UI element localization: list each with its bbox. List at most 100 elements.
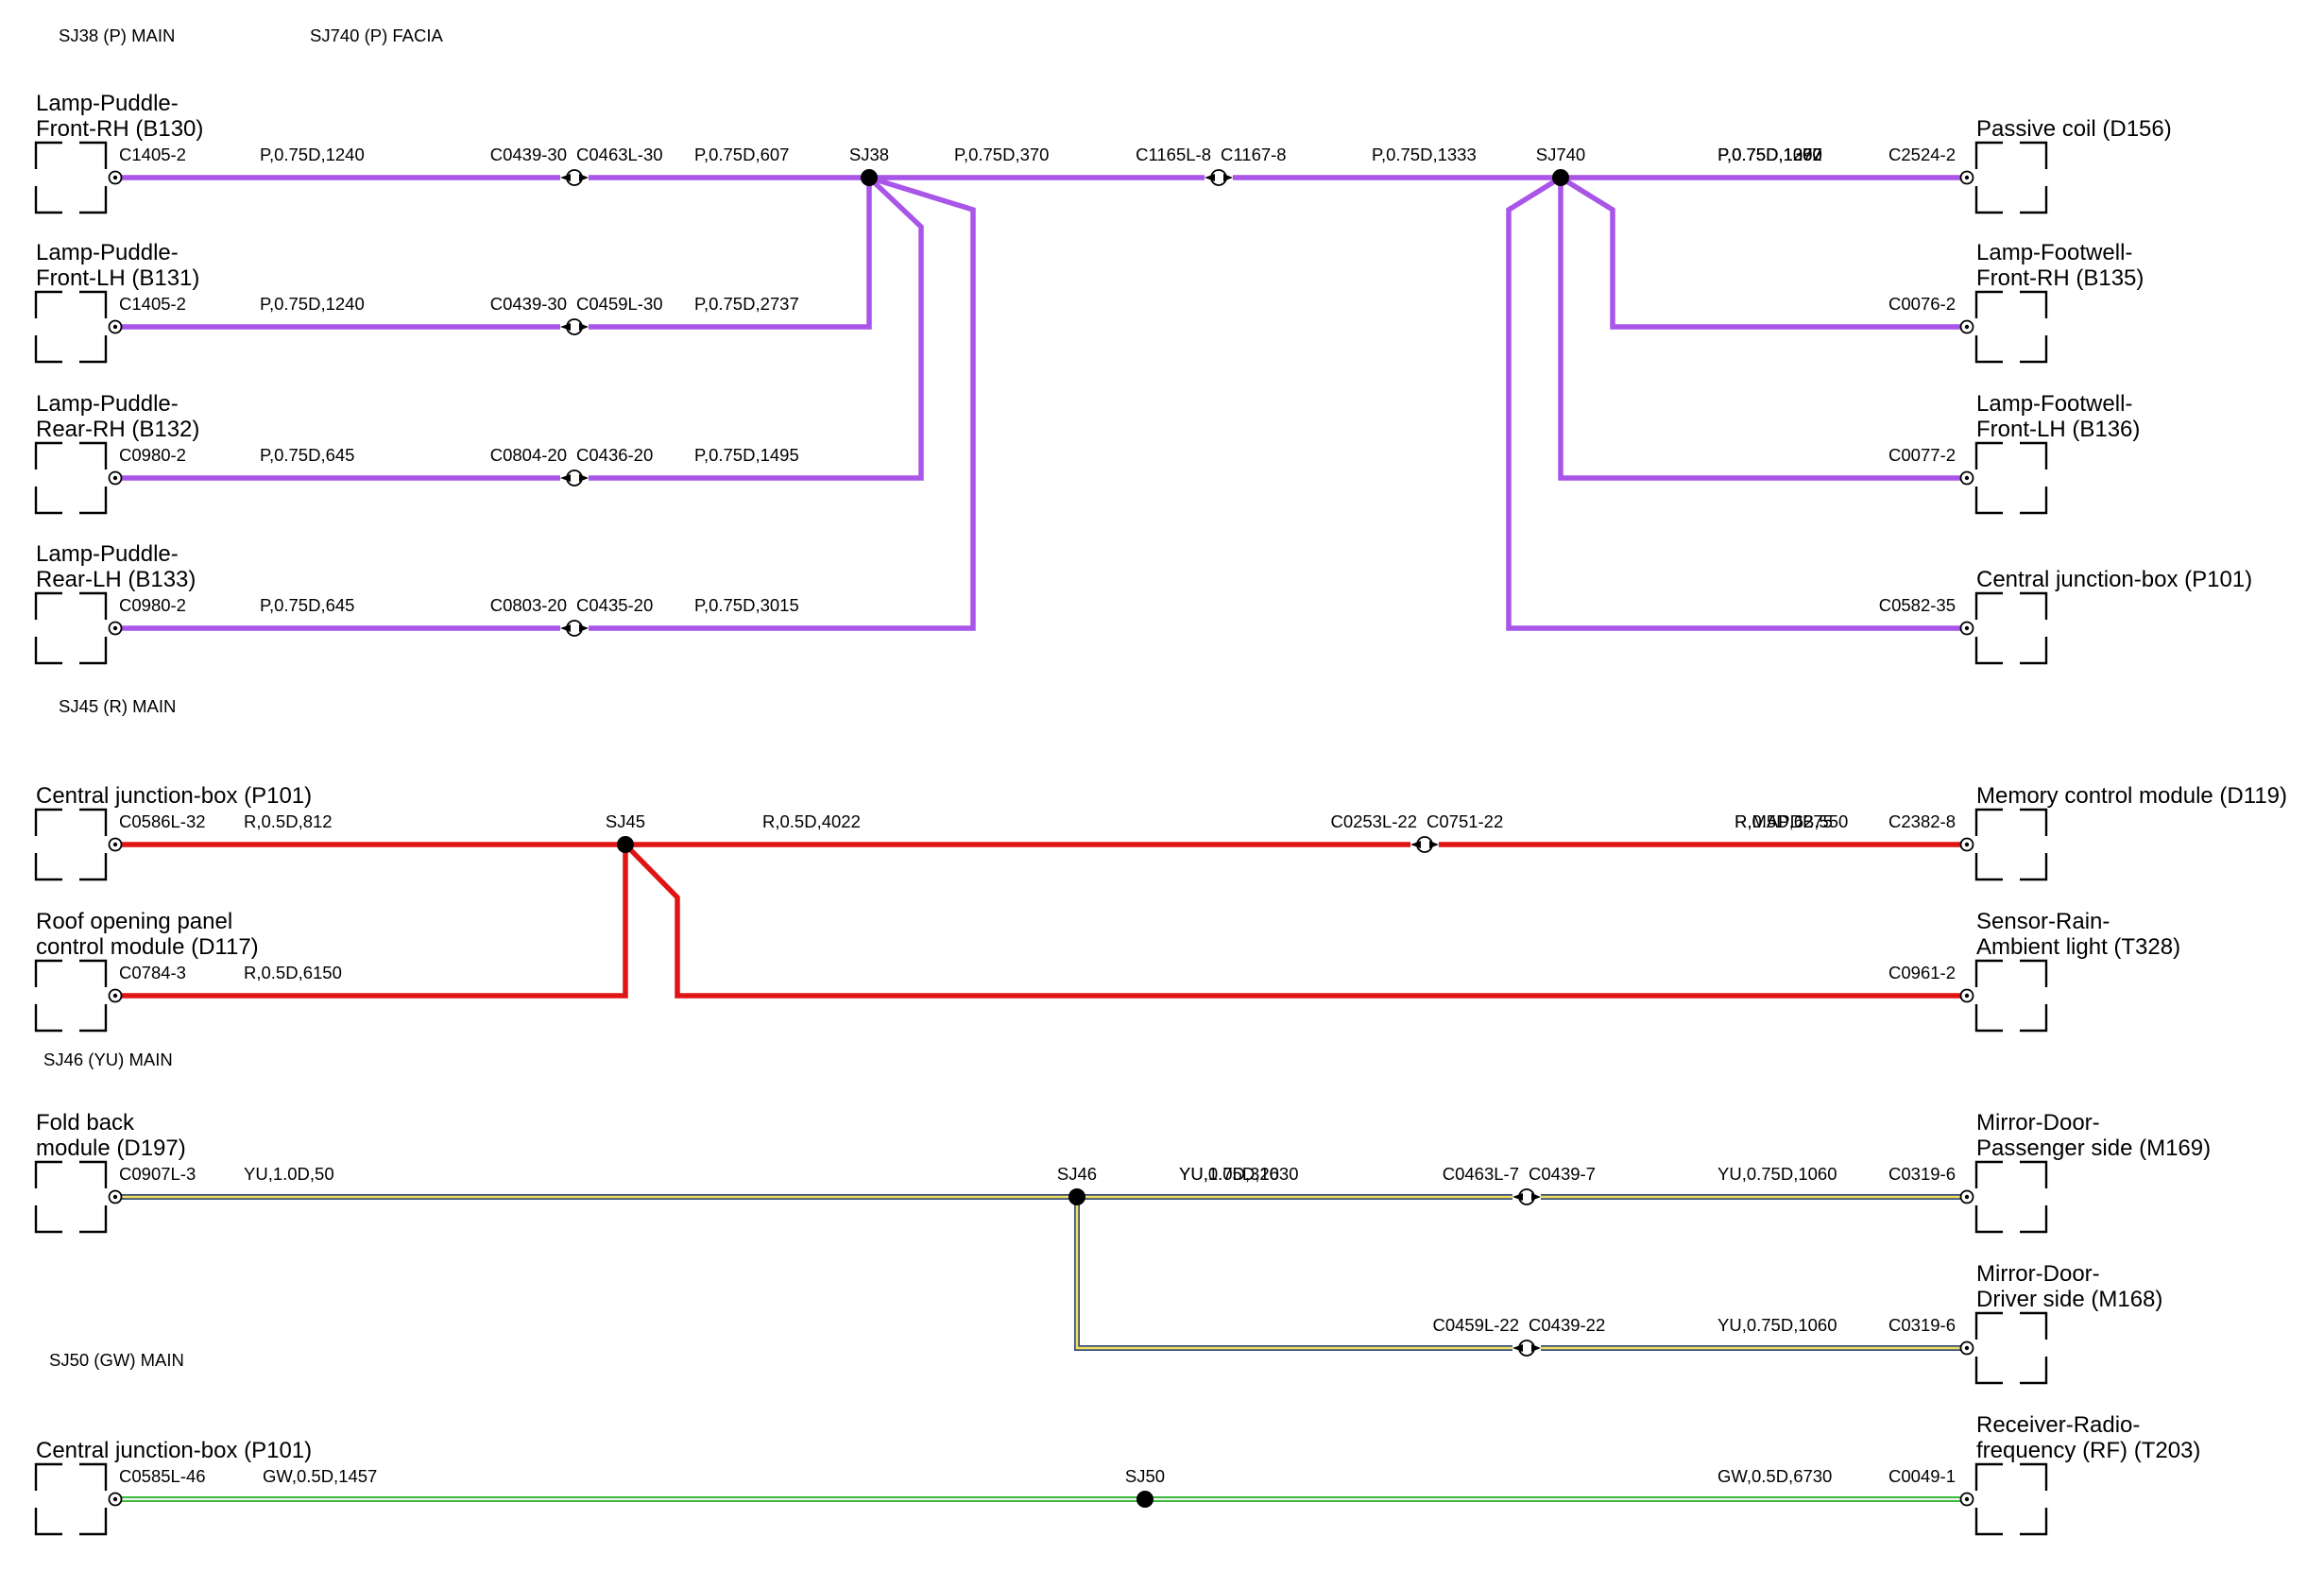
wire-label-w7: P,0.75D,645: [260, 595, 354, 615]
component-name-b132: Rear-RH (B132): [36, 417, 199, 442]
inline-connector-arrow: [1531, 1193, 1541, 1201]
component-frame-m168: [1974, 1311, 2048, 1385]
component-name-t328: Sensor-Rain-: [1976, 909, 2110, 934]
frame-corner: [79, 1004, 108, 1033]
inline-connector-left-c0463: C0463L-7: [1443, 1164, 1519, 1184]
component-pin-p101a-dot: [1964, 625, 1970, 631]
wire-label-w6: P,0.75D,1495: [694, 445, 799, 465]
frame-corner: [34, 591, 62, 620]
inline-connector-right-c0439a: C0463L-30: [576, 145, 663, 164]
frame-corner: [1974, 1205, 2003, 1234]
inline-connector-arrow: [560, 474, 571, 482]
component-connector-p101b: C0586L-32: [119, 811, 206, 831]
frame-corner: [34, 487, 62, 515]
component-pin-d197-dot: [112, 1194, 118, 1200]
section-label-p2: SJ740 (P) FACIA: [310, 26, 444, 45]
frame-corner: [1974, 441, 2003, 470]
component-connector-d156: C2524-2: [1888, 145, 1956, 164]
component-name-t203: frequency (RF) (T203): [1976, 1438, 2200, 1463]
frame-corner: [2020, 1160, 2048, 1188]
frame-corner: [2020, 1004, 2048, 1033]
frame-corner: [79, 335, 108, 364]
component-pin-b136-dot: [1964, 475, 1970, 481]
component-pin-d156-dot: [1964, 175, 1970, 180]
nodes-layer: [108, 169, 1974, 1508]
component-frame-p101a: [1974, 591, 2048, 665]
frame-corner: [2020, 487, 2048, 515]
wire-label-w26: GW,0.5D,6730: [1717, 1466, 1832, 1486]
component-pin-d117-dot: [112, 993, 118, 999]
component-connector-b136: C0077-2: [1888, 445, 1956, 465]
wire-label-w12: P,0.75D,1390: [1717, 145, 1822, 164]
component-pin-d119-dot: [1964, 842, 1970, 847]
wire-label-w21: YU,1.0D,310: [1179, 1164, 1279, 1184]
frame-corner: [1974, 808, 2003, 836]
inline-connector-arrow: [1410, 841, 1421, 848]
inline-connector-left-c0803: C0803-20: [490, 595, 567, 615]
component-frame-b135: [1974, 290, 2048, 364]
splice-sj740: [1552, 169, 1569, 186]
frame-corner: [1974, 853, 2003, 881]
frame-corner: [79, 186, 108, 214]
component-name-m168: Driver side (M168): [1976, 1287, 2162, 1312]
frame-corner: [2020, 1311, 2048, 1340]
component-name-b130: Lamp-Puddle-: [36, 91, 179, 116]
wire-label-w1: P,0.75D,1240: [260, 145, 365, 164]
component-name-m169: Mirror-Door-: [1976, 1110, 2100, 1136]
component-frame-p101b: [34, 808, 108, 881]
component-connector-t328: C0961-2: [1888, 963, 1956, 982]
frame-corner: [2020, 1205, 2048, 1234]
frame-corner: [34, 637, 62, 665]
frame-corner: [1974, 1311, 2003, 1340]
wire-label-w25: GW,0.5D,1457: [263, 1466, 377, 1486]
frame-corner: [79, 1462, 108, 1491]
component-frame-t203: [1974, 1462, 2048, 1536]
splice-sj45: [617, 836, 634, 853]
inline-connector-c0439b: [560, 318, 589, 335]
component-name-d197: Fold back: [36, 1110, 135, 1136]
wire-label-w10: P,0.75D,1333: [1372, 145, 1477, 164]
wire-label-w18: R,0.5D,6150: [244, 963, 342, 982]
wire-label-w22: YU,0.75D,1060: [1717, 1164, 1837, 1184]
splice-sj38: [861, 169, 878, 186]
wire-label-w20: YU,1.0D,50: [244, 1164, 334, 1184]
wire-label-w2: P,0.75D,607: [694, 145, 789, 164]
inline-connector-arrow: [579, 323, 589, 331]
component-name-d117: Roof opening panel: [36, 909, 232, 934]
frame-corner: [34, 335, 62, 364]
component-pin-b135-dot: [1964, 324, 1970, 330]
inline-connector-c0459: [1512, 1340, 1541, 1357]
splice-label-sj45: SJ45: [606, 811, 645, 831]
frame-corner: [2020, 335, 2048, 364]
component-name-b136: Lamp-Footwell-: [1976, 391, 2132, 417]
frame-corner: [79, 591, 108, 620]
inline-connector-c0803: [560, 620, 589, 637]
component-frame-p101c: [34, 1462, 108, 1536]
frame-corner: [1974, 487, 2003, 515]
component-name-p101c: Central junction-box (P101): [36, 1438, 312, 1463]
inline-connector-right-c0459: C0439-22: [1529, 1315, 1605, 1335]
frame-corner: [79, 1160, 108, 1188]
inline-connector-arrow: [560, 323, 571, 331]
component-frame-d119: [1974, 808, 2048, 881]
component-connector-b130: C1405-2: [119, 145, 186, 164]
wire-w12: [1559, 175, 1967, 330]
component-name-d119: Memory control module (D119): [1976, 783, 2287, 809]
inline-connector-right-c0803: C0435-20: [576, 595, 653, 615]
inline-connector-arrow: [579, 624, 589, 632]
component-name-b131: Front-LH (B131): [36, 265, 199, 291]
component-name-m169: Passenger side (M169): [1976, 1136, 2211, 1161]
inline-connector-c0804: [560, 470, 589, 487]
component-connector-d119: C2382-8: [1888, 811, 1956, 831]
wire-w4: [589, 178, 872, 330]
inline-connector-arrow: [560, 174, 571, 181]
inline-connector-right-c0463: C0439-7: [1529, 1164, 1596, 1184]
frame-corner: [2020, 1508, 2048, 1536]
component-connector-b135: C0076-2: [1888, 294, 1956, 314]
frame-corner: [34, 186, 62, 214]
wire-w23-core: [1075, 1197, 1512, 1350]
component-name-b133: Rear-LH (B133): [36, 567, 196, 592]
wire-w19: [624, 843, 1967, 999]
component-connector-d117: C0784-3: [119, 963, 186, 982]
